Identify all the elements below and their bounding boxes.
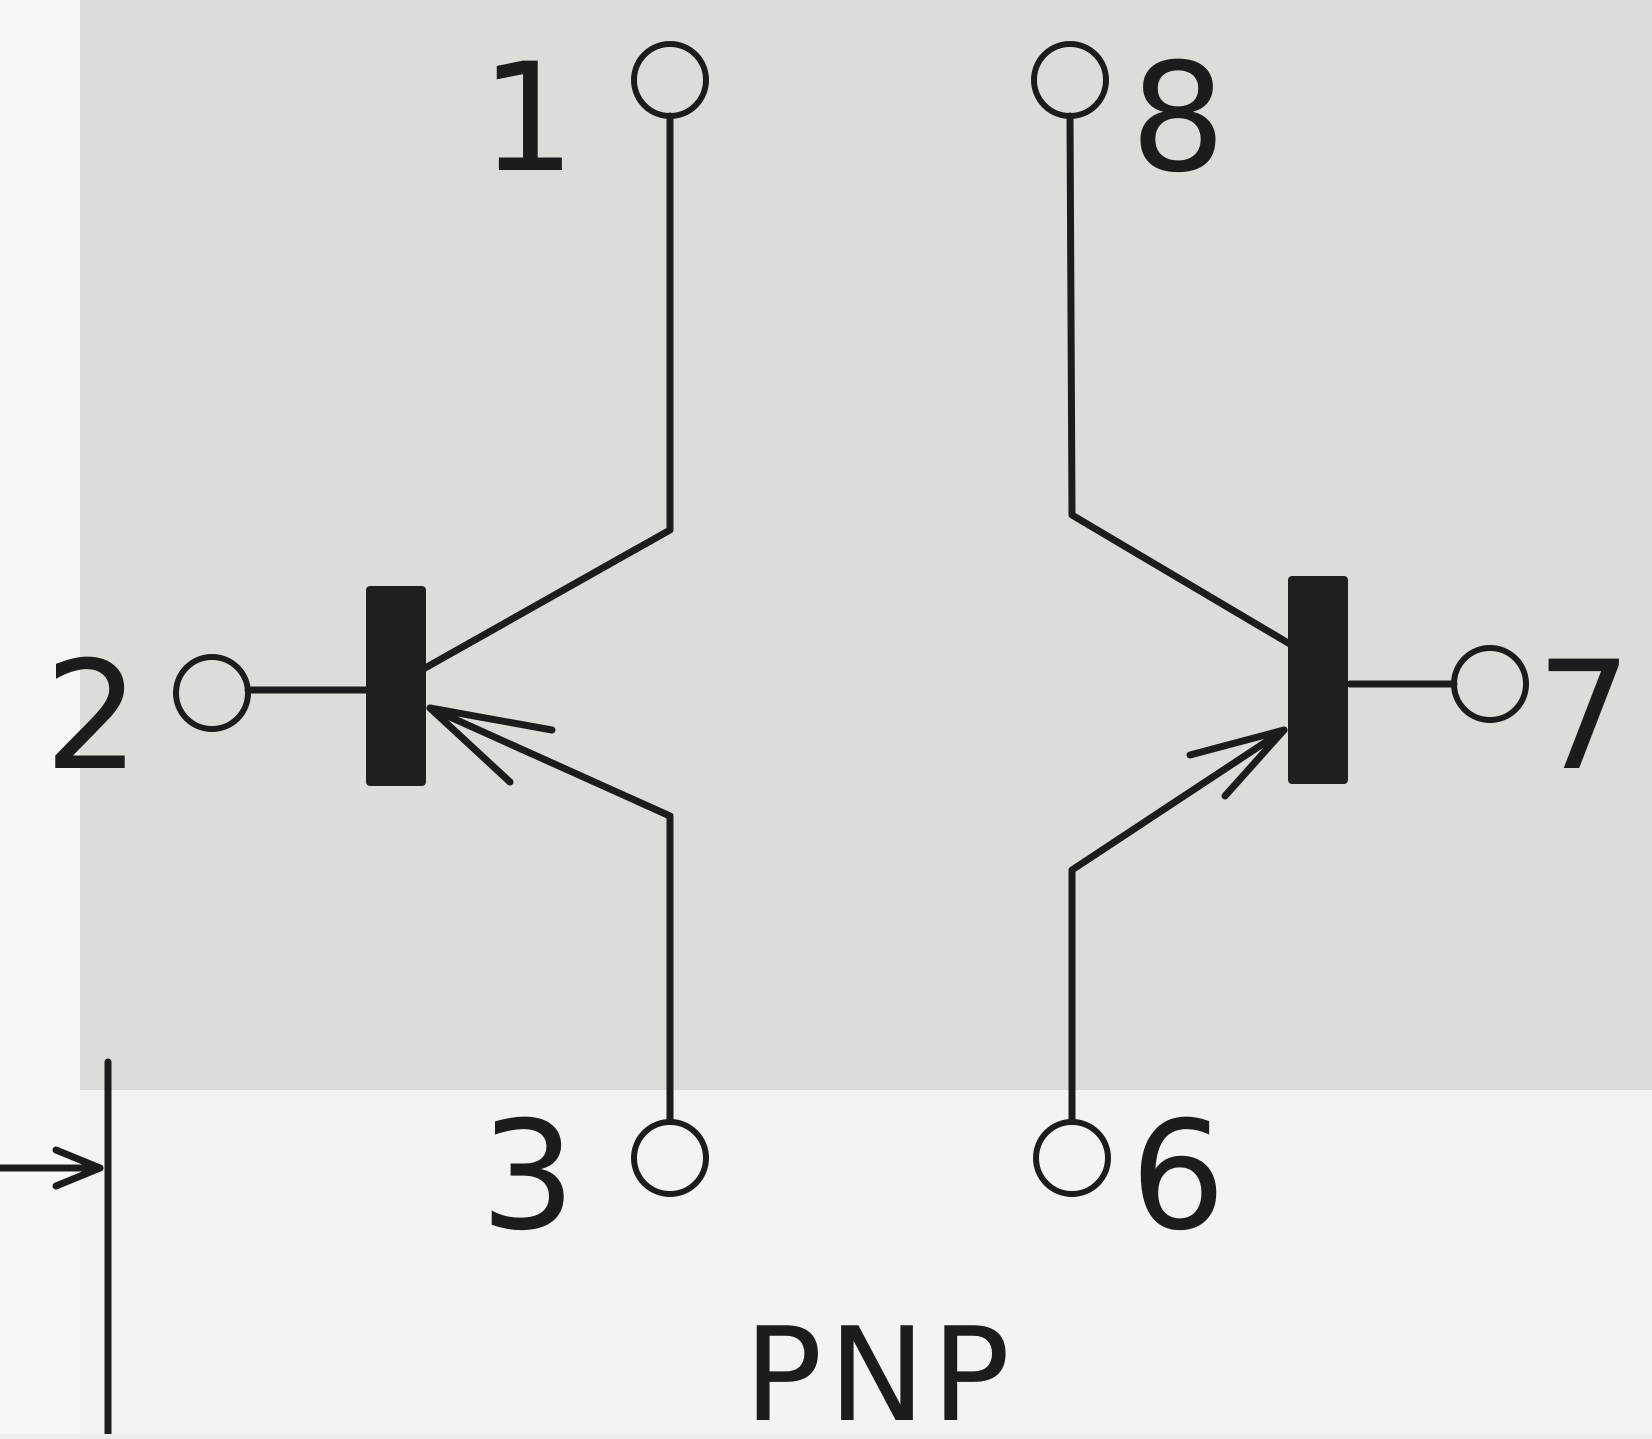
transistor-type-label: PNP (744, 1299, 1016, 1434)
collector-lead-left (414, 112, 674, 676)
base-bar-right (1288, 576, 1348, 784)
dimension-arrow-icon (52, 1146, 104, 1190)
transistor-right (1031, 41, 1529, 1197)
emitter-lead-left (426, 704, 674, 1124)
left-margin (0, 0, 80, 1434)
pin-label-7: 7 (1536, 630, 1631, 804)
shaded-region (80, 0, 1652, 1090)
terminal-3[interactable] (631, 1119, 709, 1197)
emitter-arrow-left-icon (426, 704, 556, 786)
pin-label-2: 2 (44, 630, 139, 804)
dimension-marker (0, 1058, 112, 1438)
collector-lead-right (1066, 112, 1304, 654)
base-bar-left (366, 586, 426, 786)
transistor-left (173, 41, 709, 1197)
pin-label-1: 1 (480, 32, 575, 206)
emitter-arrow-right-icon (1186, 726, 1288, 800)
pin-label-8: 8 (1130, 32, 1225, 206)
pin-label-6: 6 (1130, 1090, 1225, 1264)
pin-label-3: 3 (480, 1090, 575, 1264)
terminal-6[interactable] (1033, 1119, 1111, 1197)
terminal-7[interactable] (1451, 645, 1529, 723)
emitter-lead-right (1068, 726, 1288, 1124)
